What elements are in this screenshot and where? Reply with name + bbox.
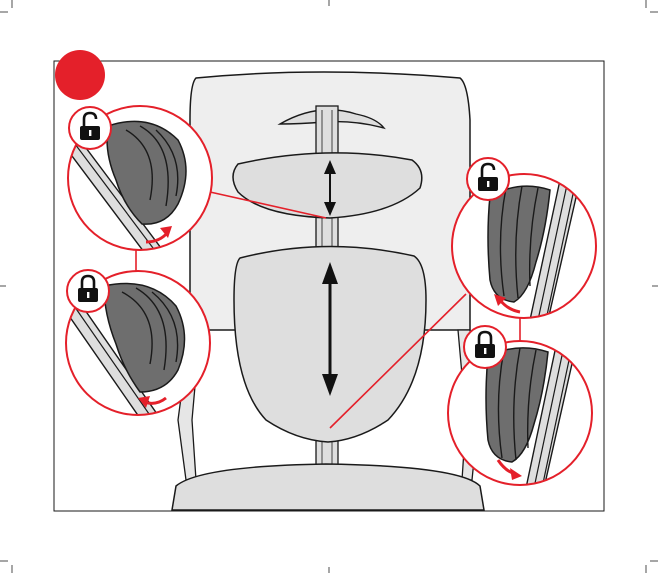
padlock-closed-icon [67, 270, 109, 312]
panel-contents [55, 50, 596, 510]
step-marker [55, 50, 105, 100]
padlock-closed-icon [464, 326, 506, 368]
seat-base [172, 464, 484, 510]
padlock-open-icon [467, 158, 509, 200]
padlock-open-icon [69, 107, 111, 149]
callout-top-right [452, 174, 596, 320]
